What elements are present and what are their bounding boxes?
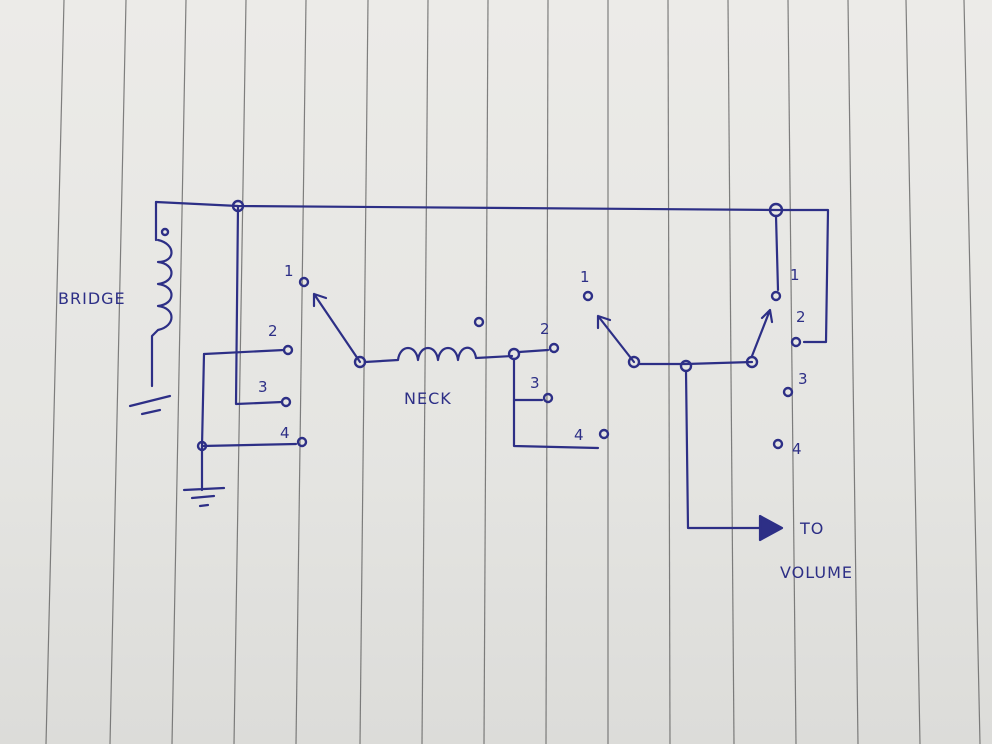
switch-b-label-2: 2 [540,320,550,338]
switch-c-terminal-1 [582,290,594,302]
switch-b [507,342,610,450]
switch-b-terminal-2 [548,342,560,354]
switch-a-label-3: 3 [258,378,268,396]
switch-d-label-2: 2 [796,308,806,326]
output-to-volume [684,369,784,542]
switch-b-terminal-4 [598,428,610,440]
switch-b-terminal-3 [542,392,554,404]
bridge-label: BRIDGE [58,289,126,308]
bridge-pickup [128,200,173,416]
switch-a [182,204,362,508]
switch-d-terminal-4 [772,438,784,450]
switch-b-label-4: 4 [574,426,584,444]
top-bus-wire [154,200,830,344]
switch-a-terminal-1 [298,276,310,288]
switch-a-terminal-4 [296,436,308,448]
switch-a-terminal-3 [280,396,292,408]
switch-d-terminal-1 [770,290,782,302]
switch-a-label-2: 2 [268,322,278,340]
neck-label: NECK [404,389,452,408]
switch-a-label-1: 1 [284,262,294,280]
switch-d-terminal-2 [790,336,802,348]
switch-d-terminal-3 [782,386,794,398]
switch-d [750,214,802,450]
switch-d-label-1: 1 [790,266,800,284]
neck-pickup [353,316,514,369]
switch-d-label-4: 4 [792,440,802,458]
switch-b-label-3: 3 [530,374,540,392]
switch-a-terminal-2 [282,344,294,356]
switch-a-label-4: 4 [280,424,290,442]
to-label: TO [799,519,824,538]
switch-c-label-1: 1 [580,268,590,286]
switch-d-label-3: 3 [798,370,808,388]
volume-label: VOLUME [780,563,853,582]
ruled-lines [45,0,981,744]
